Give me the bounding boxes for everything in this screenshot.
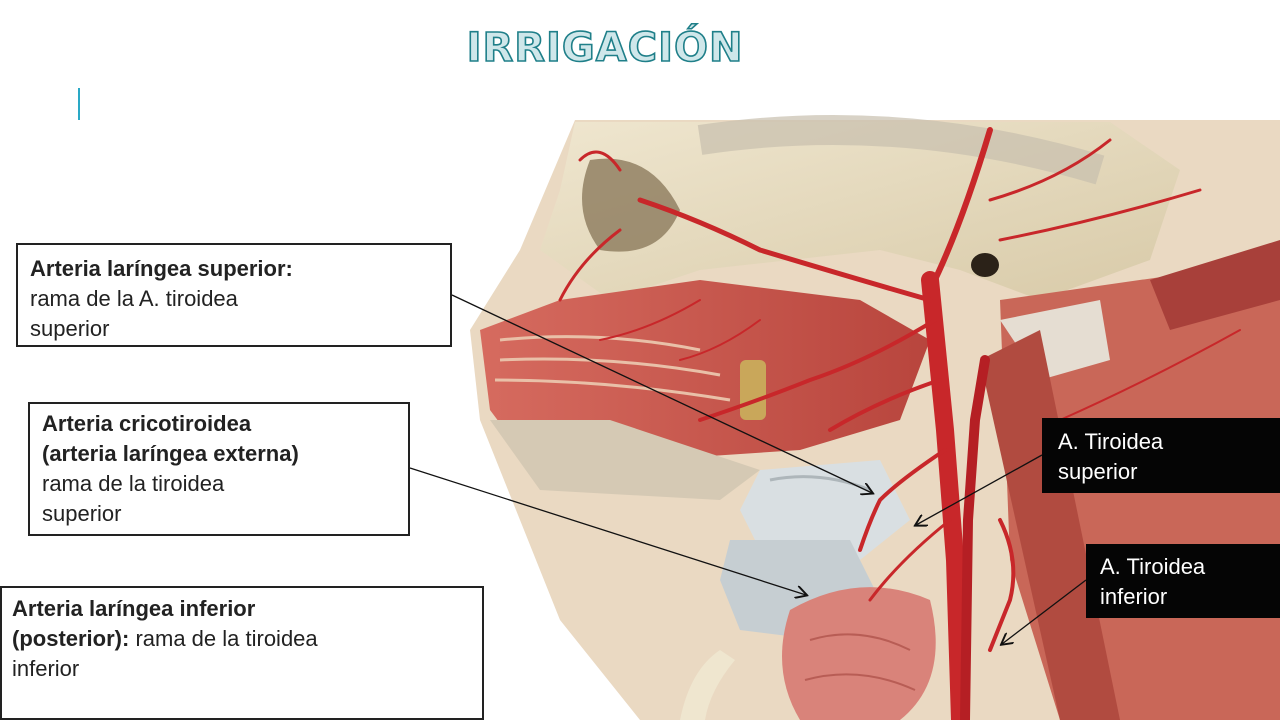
label-line: inferior <box>12 656 80 681</box>
pointer-tiroidea-inferior <box>1002 579 1087 644</box>
label-line: inferior <box>1100 584 1168 609</box>
pointer-tiroidea-superior <box>916 454 1043 525</box>
label-line: rama de la A. tiroidea <box>30 286 238 311</box>
label-heading: (arteria laríngea externa) <box>42 441 299 466</box>
pointer-superior <box>451 294 872 493</box>
label-arteria-cricotiroidea: Arteria cricotiroidea (arteria laríngea … <box>28 402 410 536</box>
label-line: superior <box>30 316 110 341</box>
label-tiroidea-inferior: A. Tiroidea inferior <box>1086 544 1280 618</box>
arteries <box>558 127 1241 720</box>
thyroid-gland <box>782 587 936 720</box>
title-accent-bar <box>78 88 80 120</box>
label-line: superior <box>1058 459 1138 484</box>
label-line: rama de la tiroidea <box>129 626 318 651</box>
label-heading: Arteria laríngea superior: <box>30 256 293 281</box>
pointer-cricotiroidea <box>409 467 806 595</box>
pointer-lines <box>409 294 1087 644</box>
label-tiroidea-superior: A. Tiroidea superior <box>1042 418 1280 493</box>
label-arteria-laringea-superior: Arteria laríngea superior: rama de la A.… <box>16 243 452 347</box>
skull-shape <box>540 115 1180 300</box>
label-arteria-laringea-inferior: Arteria laríngea inferior (posterior): r… <box>0 586 484 720</box>
label-heading: (posterior): <box>12 626 130 651</box>
label-heading: Arteria cricotiroidea <box>42 411 252 436</box>
label-line: A. Tiroidea <box>1100 554 1206 579</box>
label-line-mixed: (posterior): rama de la tiroidea <box>12 624 472 654</box>
face-muscles <box>480 280 930 500</box>
label-line: superior <box>42 501 122 526</box>
slide-title: IRRIGACIÓN <box>466 24 744 72</box>
label-line: rama de la tiroidea <box>42 471 225 496</box>
bone-fragment <box>680 650 735 720</box>
label-line: A. Tiroidea <box>1058 429 1164 454</box>
label-heading: Arteria laríngea inferior <box>12 596 256 621</box>
